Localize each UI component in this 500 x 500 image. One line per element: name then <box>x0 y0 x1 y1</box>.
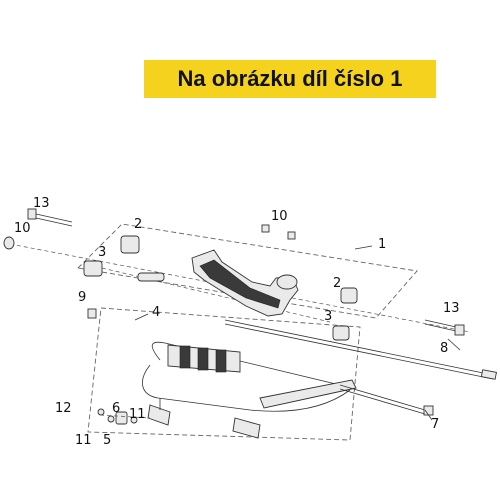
spacer-pin <box>137 272 165 282</box>
shaft-axis <box>224 319 494 376</box>
leader-4 <box>134 313 149 321</box>
callout-2-left: 2 <box>134 217 142 232</box>
bushing-3-left <box>83 260 103 277</box>
bolt-13-right <box>424 319 465 336</box>
callout-4: 4 <box>152 305 160 320</box>
clip-11-left <box>107 415 115 423</box>
clip-11-right <box>130 416 138 424</box>
leader-8 <box>447 338 461 351</box>
bracket-shadow <box>199 259 281 309</box>
callout-3-right: 3 <box>324 309 332 324</box>
nut-10-a <box>261 224 270 233</box>
callout-12: 12 <box>55 401 72 416</box>
bracket-boss <box>276 274 298 290</box>
leader-1 <box>354 245 373 250</box>
bushing-2-left <box>120 235 140 254</box>
callout-13-right: 13 <box>443 301 460 316</box>
callout-3-left: 3 <box>98 245 106 260</box>
callout-6: 6 <box>112 401 120 416</box>
center-stand-frame <box>87 307 361 441</box>
callout-11-right: 11 <box>129 407 146 422</box>
bolt-13-left <box>27 208 73 227</box>
callout-8: 8 <box>440 341 448 356</box>
callout-13-left: 13 <box>33 196 50 211</box>
shaft-end <box>480 369 497 380</box>
washer-10-left <box>3 236 15 250</box>
pivot-axis <box>339 384 426 411</box>
center-stand <box>142 341 357 439</box>
callout-11-left: 11 <box>75 433 92 448</box>
highlight-banner: Na obrázku díl číslo 1 <box>144 60 436 98</box>
pin-12 <box>97 408 105 416</box>
callout-10-top: 10 <box>271 209 288 224</box>
callout-5: 5 <box>103 433 111 448</box>
nut-9 <box>87 308 97 319</box>
nut-10-b <box>287 231 296 240</box>
shaft-axis <box>224 323 494 380</box>
callout-9: 9 <box>78 290 86 305</box>
callout-2-right: 2 <box>333 276 341 291</box>
callout-1: 1 <box>378 237 386 252</box>
callout-10-left: 10 <box>14 221 31 236</box>
leader-7 <box>424 409 433 421</box>
banner-text: Na obrázku díl číslo 1 <box>177 66 403 91</box>
bushing-2-right <box>340 287 358 304</box>
small-parts-axis <box>99 414 151 419</box>
pivot-axis <box>339 388 426 415</box>
bushing-3-right <box>332 325 350 341</box>
collar-6 <box>115 411 128 425</box>
callout-7: 7 <box>431 417 439 432</box>
